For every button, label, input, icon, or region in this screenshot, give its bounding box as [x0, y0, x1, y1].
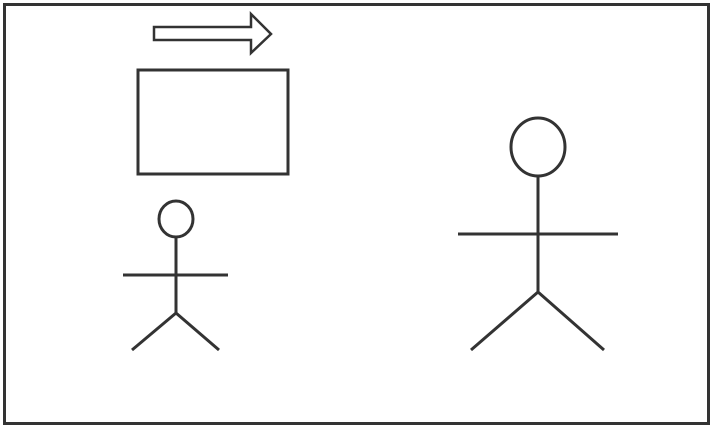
diagram-frame — [3, 3, 710, 425]
large-figure-head — [509, 116, 567, 178]
large-stick-figure — [458, 116, 618, 352]
large-figure-left-leg — [470, 290, 539, 352]
small-figure-right-leg — [175, 311, 220, 352]
right-arrow-icon — [152, 10, 273, 56]
small-figure-head — [157, 199, 195, 239]
small-stick-figure — [123, 199, 228, 352]
small-figure-left-leg — [131, 311, 177, 352]
large-figure-right-leg — [537, 290, 605, 352]
box-shape — [136, 68, 290, 176]
